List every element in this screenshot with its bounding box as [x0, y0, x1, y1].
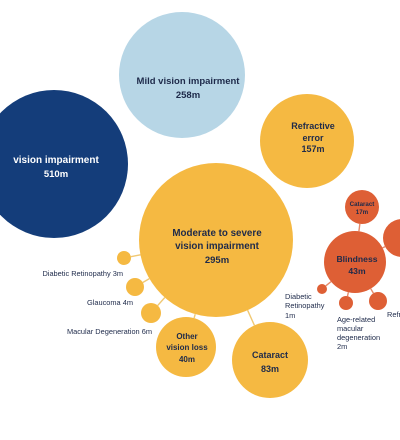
bubble-value-mild: 258m	[176, 90, 200, 101]
bubble-label-glaucoma: Glaucoma 4m	[87, 298, 133, 307]
bubble-label-line: Other	[176, 332, 197, 341]
bubble-blindness	[324, 231, 386, 293]
bubble-label-cataract: Cataract	[252, 350, 288, 360]
bubble-value-blind-diabetic: 1m	[285, 311, 295, 320]
connector-macular	[157, 297, 166, 306]
connector-lines	[130, 223, 386, 326]
bubble-label-refractive: Refractive error	[291, 121, 335, 143]
bubble-label-vision-impairment: vision impairment	[13, 155, 99, 166]
bubble-value-blind-cataract: 17m	[356, 209, 369, 216]
bubble-label-line: degeneration	[337, 333, 380, 342]
bubble-label-diabetic-retinopathy: Diabetic Retinopathy 3m	[42, 269, 123, 278]
bubble-other	[156, 317, 216, 377]
bubble-blind-cataract	[345, 190, 379, 224]
bubble-label-line: Diabetic	[285, 292, 312, 301]
bubble-group	[0, 12, 400, 398]
bubble-diabetic-retinopathy	[117, 251, 131, 265]
bubble-label-blindness: Blindness	[336, 254, 377, 264]
bubble-label-line: macular	[337, 324, 364, 333]
bubble-label-line: vision impairment	[175, 241, 260, 252]
connector-other	[193, 313, 196, 319]
bubble-label-macular: Macular Degeneration 6m	[67, 327, 152, 336]
connector-glaucoma	[142, 278, 150, 284]
bubble-labels: vision impairment 510m Mild vision impairm…	[13, 76, 400, 374]
bubble-cataract	[232, 322, 308, 398]
bubble-label-line: Retinopathy	[285, 301, 325, 310]
bubble-label-blind-cataract: Cataract	[350, 201, 375, 208]
connector-blind-other	[382, 246, 386, 249]
bubble-label-blind-refr: Refr	[387, 310, 400, 319]
connector-diabetic-retinopathy	[130, 254, 141, 258]
bubble-label-line: Age-related	[337, 315, 375, 324]
bubble-blind-diabetic	[317, 284, 327, 294]
bubble-label-mild: Mild vision impairment	[137, 76, 241, 87]
bubble-label-line: Moderate to severe	[172, 228, 262, 239]
bubble-value-other: 40m	[179, 355, 195, 364]
bubble-macular	[141, 303, 161, 323]
bubble-value-moderate: 295m	[205, 255, 229, 266]
bubble-blind-amd	[339, 296, 353, 310]
bubble-moderate	[139, 163, 293, 317]
bubble-blind-other	[383, 219, 400, 257]
bubble-value-blind-amd: 2m	[337, 342, 347, 351]
connector-blind-diabetic	[325, 281, 332, 287]
bubble-label-line: error	[302, 133, 324, 143]
bubble-value-blindness: 43m	[348, 266, 366, 276]
bubble-mild	[119, 12, 245, 138]
bubble-label-other: Other vision loss	[166, 332, 208, 352]
bubble-label-moderate: Moderate to severe vision impairment	[172, 228, 262, 252]
bubble-glaucoma	[126, 278, 144, 296]
connector-blind-amd	[346, 292, 350, 297]
connector-blind-cataract	[358, 223, 361, 232]
bubble-refractive	[260, 94, 354, 188]
bubble-label-line: Refractive	[291, 121, 335, 131]
bubble-value-refractive: 157m	[301, 144, 324, 154]
connector-cataract	[246, 309, 256, 326]
bubble-vision-impairment	[0, 90, 128, 238]
connector-blind-refr	[370, 288, 375, 294]
bubble-label-line: vision loss	[166, 343, 208, 352]
bubble-value-cataract: 83m	[261, 364, 279, 374]
bubble-value-vision-impairment: 510m	[44, 169, 68, 180]
bubble-blind-refr	[369, 292, 387, 310]
